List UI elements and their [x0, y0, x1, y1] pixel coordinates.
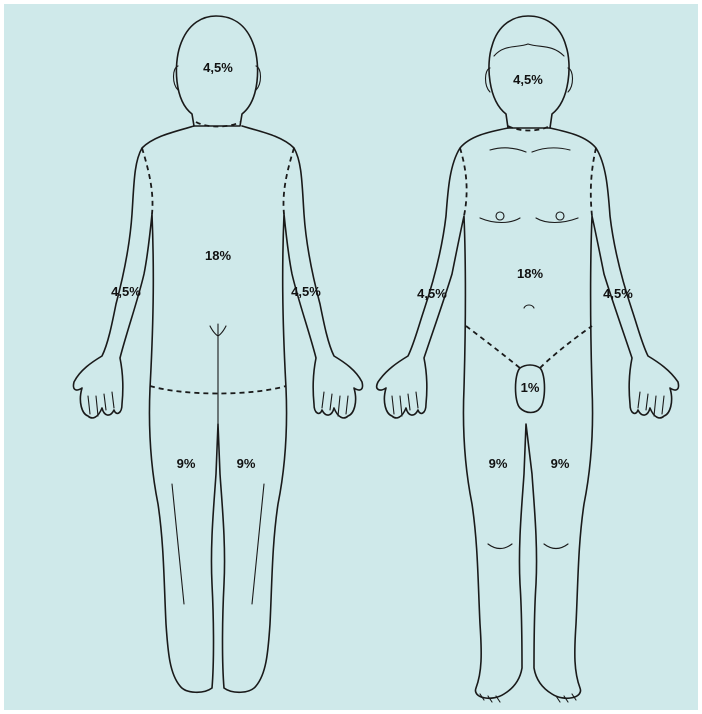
back-left-arm-percent: 4,5%	[111, 284, 141, 299]
front-trunk-percent: 18%	[517, 266, 543, 281]
front-head-percent: 4,5%	[513, 72, 543, 87]
back-head-percent: 4,5%	[203, 60, 233, 75]
back-right-leg-percent: 9%	[237, 456, 256, 471]
rule-of-nines-diagram: 4,5% 18% 4,5% 4,5% 9% 9% 4,5% 18% 4,5%	[4, 4, 698, 710]
front-left-arm-percent: 4,5%	[417, 286, 447, 301]
background	[4, 4, 698, 710]
back-right-arm-percent: 4,5%	[291, 284, 321, 299]
back-trunk-percent: 18%	[205, 248, 231, 263]
back-left-leg-percent: 9%	[177, 456, 196, 471]
front-left-leg-percent: 9%	[489, 456, 508, 471]
diagram-panel: 4,5% 18% 4,5% 4,5% 9% 9% 4,5% 18% 4,5%	[4, 4, 698, 710]
front-right-arm-percent: 4,5%	[603, 286, 633, 301]
front-genitals-percent: 1%	[521, 380, 540, 395]
front-right-leg-percent: 9%	[551, 456, 570, 471]
